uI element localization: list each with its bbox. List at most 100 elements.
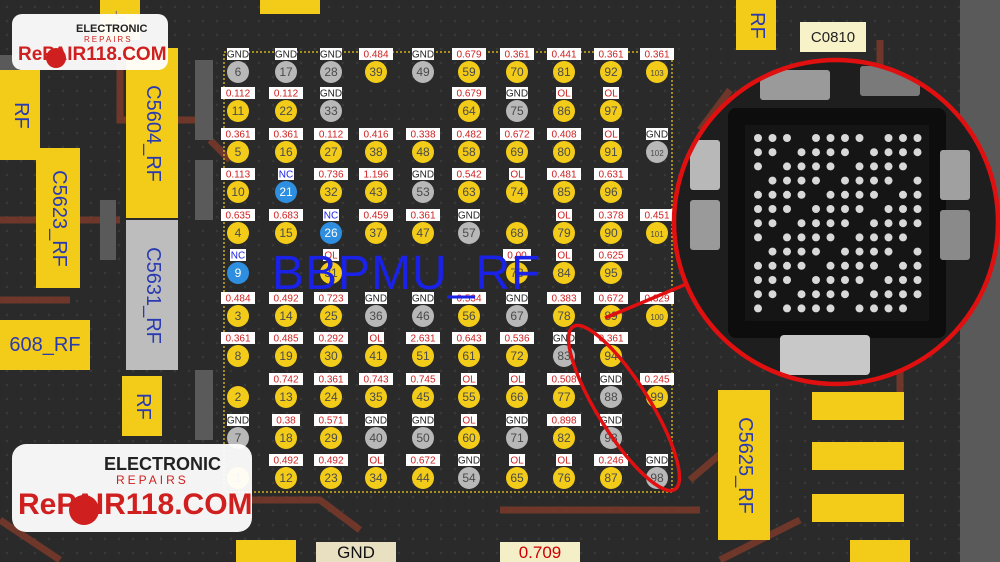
- component-c5604[interactable]: C5604_RF: [126, 48, 178, 218]
- bga-pin[interactable]: 300.292: [314, 332, 348, 367]
- bga-pin[interactable]: 450.745: [406, 373, 440, 408]
- component-c608[interactable]: 608_RF: [0, 320, 90, 370]
- bga-pin[interactable]: 50.361: [221, 128, 255, 163]
- bga-pin[interactable]: 100.113: [221, 168, 255, 203]
- bga-pin[interactable]: 68: [506, 222, 528, 244]
- bga-pin[interactable]: 950.625: [594, 249, 628, 284]
- component-c0810[interactable]: C0810: [800, 22, 866, 52]
- bga-pin[interactable]: 730.00: [503, 249, 531, 284]
- bga-pin[interactable]: 800.408: [547, 128, 581, 163]
- bga-pin[interactable]: 380.416: [359, 128, 393, 163]
- component-c5625[interactable]: C5625_RF: [718, 390, 770, 540]
- bga-pin[interactable]: 630.542: [452, 168, 486, 203]
- bga-pin[interactable]: 470.361: [406, 209, 440, 244]
- component-rf-left[interactable]: RF: [0, 70, 40, 160]
- component-c5631[interactable]: C5631_RF: [126, 220, 178, 370]
- bga-pin[interactable]: 110.112: [221, 87, 255, 122]
- bga-pin[interactable]: 560.534: [452, 292, 486, 327]
- bga-pin[interactable]: 580.482: [452, 128, 486, 163]
- bga-pin[interactable]: 850.481: [547, 168, 581, 203]
- bga-pin[interactable]: 320.736: [314, 168, 348, 203]
- bga-pin[interactable]: 870.246: [594, 454, 628, 489]
- bga-pin[interactable]: 920.361: [594, 48, 628, 83]
- bga-pin[interactable]: 150.683: [269, 209, 303, 244]
- bga-pin[interactable]: 220.112: [269, 87, 303, 122]
- bga-pin[interactable]: 512.631: [406, 332, 440, 367]
- component-rf-left2[interactable]: RF: [122, 376, 162, 436]
- bga-pin[interactable]: 290.571: [314, 414, 348, 449]
- bga-pin[interactable]: 40.635: [221, 209, 255, 244]
- bga-pin[interactable]: 250.723: [314, 292, 348, 327]
- bga-pin[interactable]: 960.631: [594, 168, 628, 203]
- bga-pin[interactable]: 180.38: [272, 414, 300, 449]
- bga-pin[interactable]: 2: [227, 386, 249, 408]
- bga-pin[interactable]: 160.361: [269, 128, 303, 163]
- bga-pin[interactable]: 130.742: [269, 373, 303, 408]
- bga-pin[interactable]: 770.508: [547, 373, 581, 408]
- bga-pin[interactable]: 810.441: [547, 48, 581, 83]
- bga-pin[interactable]: 80.361: [221, 332, 255, 367]
- bga-pin[interactable]: 190.485: [269, 332, 303, 367]
- bga-pin[interactable]: 350.743: [359, 373, 393, 408]
- bga-pin[interactable]: 9NC: [227, 249, 249, 284]
- bga-pin[interactable]: 440.672: [406, 454, 440, 489]
- bga-pin[interactable]: 30.484: [221, 292, 255, 327]
- bga-pin[interactable]: 240.361: [314, 373, 348, 408]
- bga-pin[interactable]: 270.112: [314, 128, 348, 163]
- component-c5623[interactable]: C5623_RF: [36, 148, 80, 288]
- bga-pin[interactable]: 990.245: [640, 373, 674, 408]
- bga-pin[interactable]: 390.484: [359, 48, 393, 83]
- bga-pin[interactable]: 780.383: [547, 292, 581, 327]
- bga-pin[interactable]: 700.361: [500, 48, 534, 83]
- bga-pin[interactable]: 230.492: [314, 454, 348, 489]
- bga-pin[interactable]: 480.338: [406, 128, 440, 163]
- bga-pin[interactable]: 590.679: [452, 48, 486, 83]
- bga-pin[interactable]: 690.672: [500, 128, 534, 163]
- component-rf-top[interactable]: RF: [736, 0, 776, 50]
- bga-pin[interactable]: 431.196: [359, 168, 393, 203]
- bga-pin[interactable]: 610.643: [452, 332, 486, 367]
- bga-pin[interactable]: 120.492: [269, 454, 303, 489]
- bga-pin[interactable]: 140.492: [269, 292, 303, 327]
- bga-pin[interactable]: 820.898: [547, 414, 581, 449]
- bga-pin[interactable]: 900.378: [594, 209, 628, 244]
- bga-pin[interactable]: 720.536: [500, 332, 534, 367]
- bga-pin[interactable]: 370.459: [359, 209, 393, 244]
